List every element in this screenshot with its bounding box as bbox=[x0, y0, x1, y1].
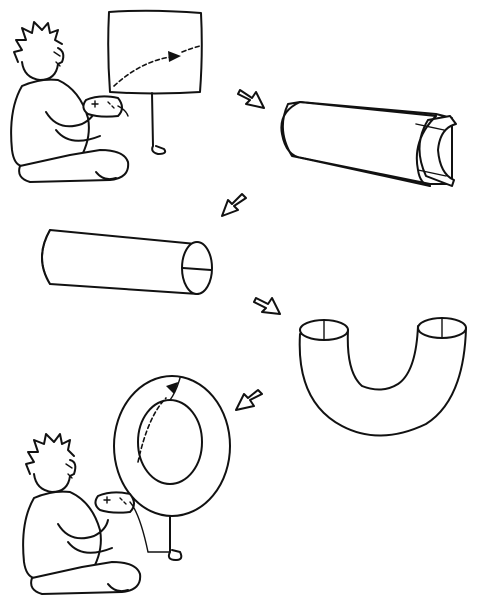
game-controller bbox=[82, 95, 129, 118]
arrow-icon bbox=[237, 89, 265, 109]
player-figure bbox=[10, 21, 130, 183]
game-controller bbox=[94, 491, 171, 553]
flat-screen bbox=[107, 9, 203, 155]
step-torus-play bbox=[22, 375, 231, 595]
step-closed-cylinder bbox=[41, 229, 213, 295]
arrow-icon bbox=[221, 193, 247, 217]
torus-screen bbox=[113, 375, 231, 561]
arrow-icon bbox=[253, 297, 281, 315]
player-figure bbox=[22, 433, 171, 595]
step-screen-play bbox=[10, 9, 203, 183]
step-bent-tube bbox=[298, 317, 467, 437]
step-rolled-open-tube bbox=[280, 101, 457, 187]
arrow-icon bbox=[235, 389, 263, 411]
